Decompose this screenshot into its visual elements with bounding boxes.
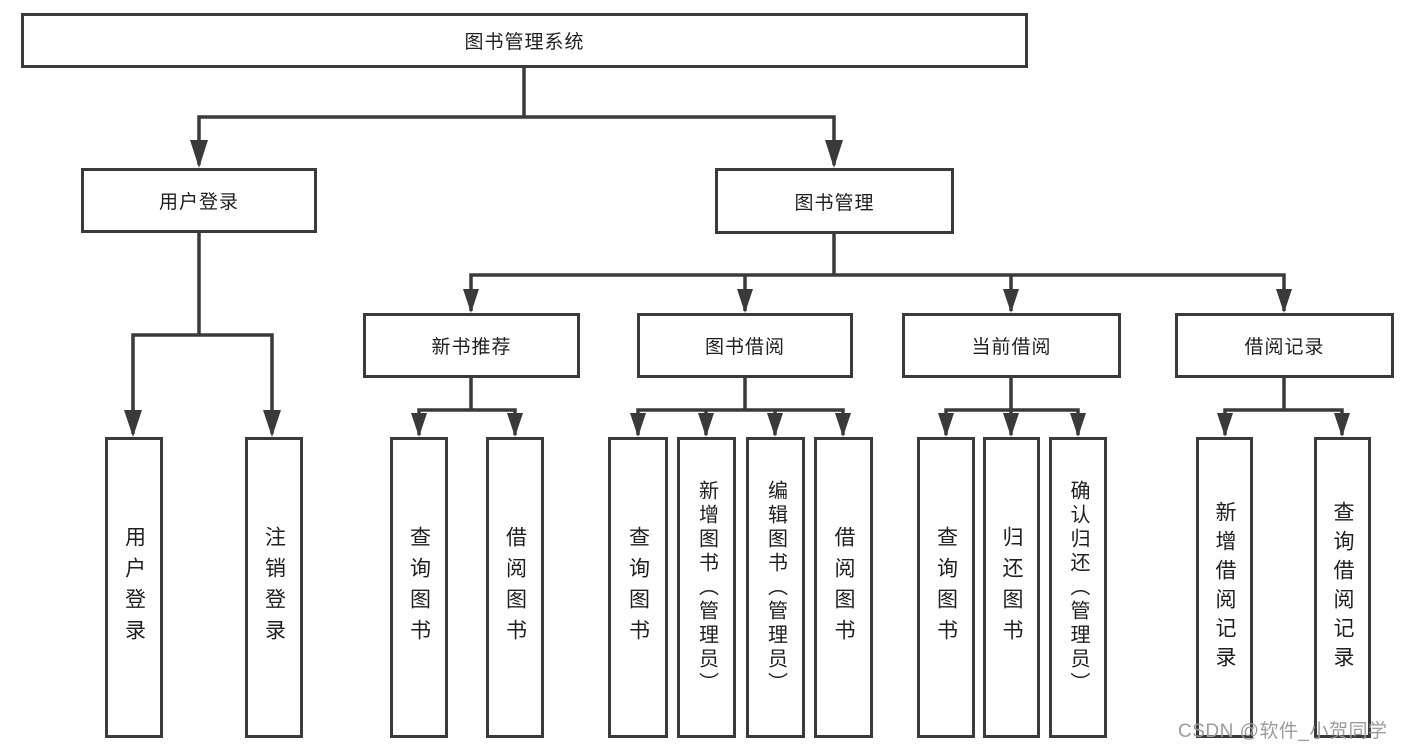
- node-borrow-records: 借阅记录: [1175, 313, 1394, 378]
- node-root: 图书管理系统: [21, 13, 1028, 68]
- node-leaf-confirm-return-admin: 确认归还（管理员）: [1049, 437, 1107, 738]
- node-leaf-return-books-label: 归还图书: [1000, 525, 1023, 650]
- node-leaf-add-books-admin: 新增图书（管理员）: [677, 437, 736, 738]
- node-current-borrow: 当前借阅: [902, 313, 1121, 378]
- node-leaf-query-books-recommend-label: 查询图书: [407, 525, 431, 650]
- node-new-book-recommend: 新书推荐: [363, 313, 580, 378]
- node-borrow-records-label: 借阅记录: [1244, 337, 1325, 358]
- node-leaf-query-books-current-label: 查询图书: [934, 525, 958, 650]
- node-leaf-query-books-borrow: 查询图书: [608, 437, 668, 738]
- node-book-borrow-label: 图书借阅: [704, 337, 785, 358]
- node-leaf-return-books: 归还图书: [983, 437, 1040, 738]
- node-leaf-query-books-current: 查询图书: [917, 437, 975, 738]
- watermark: CSDN @软件_小贺同学: [1178, 721, 1388, 742]
- node-leaf-add-borrow-record-label: 新增借阅记录: [1213, 500, 1236, 675]
- node-leaf-confirm-return-admin-label: 确认归还（管理员）: [1067, 479, 1089, 696]
- node-leaf-borrow-books-recommend: 借阅图书: [486, 437, 544, 738]
- node-new-book-recommend-label: 新书推荐: [431, 337, 512, 358]
- node-leaf-edit-books-admin-label: 编辑图书（管理员）: [764, 479, 787, 696]
- node-leaf-query-borrow-record-label: 查询借阅记录: [1331, 500, 1354, 675]
- node-leaf-user-login-label: 用户登录: [122, 525, 146, 650]
- node-leaf-logout-label: 注销登录: [262, 525, 286, 650]
- node-user-login: 用户登录: [81, 168, 317, 233]
- node-leaf-user-login: 用户登录: [105, 437, 163, 738]
- node-book-borrow: 图书借阅: [637, 313, 853, 378]
- node-leaf-borrow-books: 借阅图书: [814, 437, 873, 738]
- node-leaf-edit-books-admin: 编辑图书（管理员）: [746, 437, 805, 738]
- node-book-management: 图书管理: [715, 168, 954, 234]
- node-book-management-label: 图书管理: [794, 192, 875, 214]
- node-leaf-add-books-admin-label: 新增图书（管理员）: [695, 479, 718, 696]
- node-leaf-borrow-books-recommend-label: 借阅图书: [503, 525, 527, 650]
- node-leaf-query-borrow-record: 查询借阅记录: [1314, 437, 1371, 738]
- node-current-borrow-label: 当前借阅: [971, 337, 1052, 358]
- node-leaf-query-books-recommend: 查询图书: [390, 437, 448, 738]
- node-leaf-add-borrow-record: 新增借阅记录: [1196, 437, 1253, 738]
- node-user-login-label: 用户登录: [158, 192, 239, 213]
- node-leaf-query-books-borrow-label: 查询图书: [626, 525, 650, 650]
- node-root-label: 图书管理系统: [464, 32, 585, 53]
- node-leaf-logout: 注销登录: [245, 437, 303, 738]
- node-leaf-borrow-books-label: 借阅图书: [832, 525, 855, 650]
